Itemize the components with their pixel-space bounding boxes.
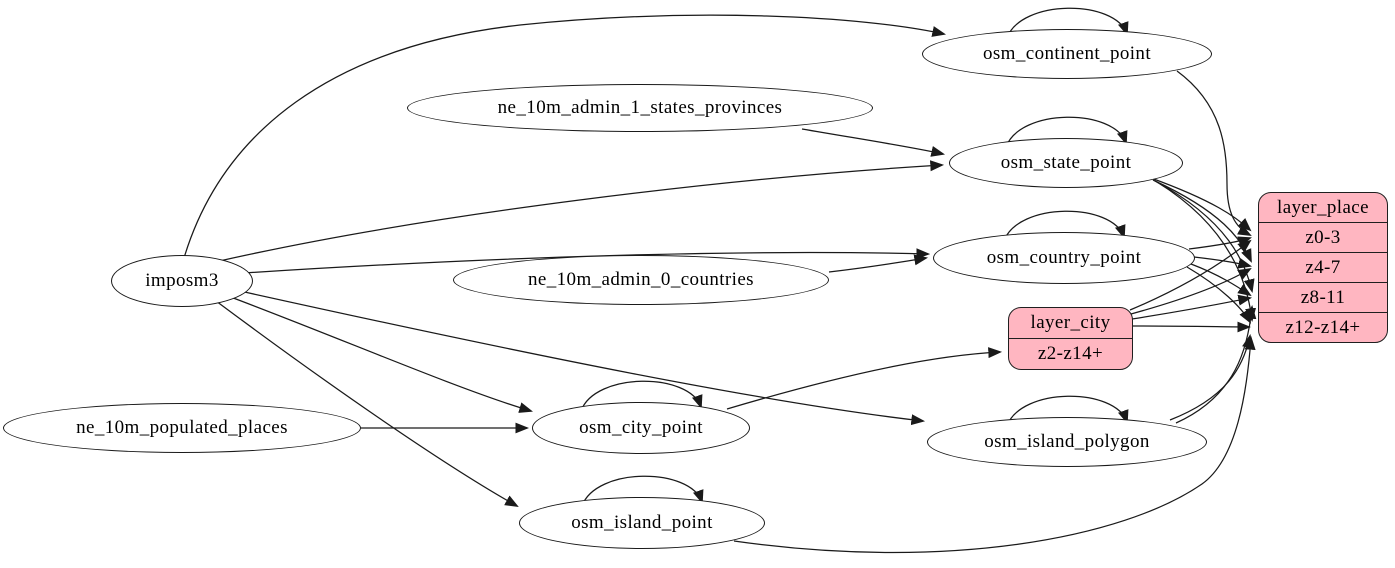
edge-osm-country-point-layer-place-z4-7 [1193,256,1253,269]
edge-osm-state-point-layer-place-z0-3 [1150,177,1252,232]
table-node-label: osm_state_point [1000,152,1132,173]
layer-node-layer-city: layer_city z2-z14+ [1008,307,1133,370]
table-node-label: ne_10m_admin_0_countries [528,269,754,290]
edge-osm-state-point-layer-place-z8-11 [1154,180,1255,294]
edge-layer-city-layer-place-z0-3 [1129,239,1252,311]
table-node-osm-state-point: osm_state_point [949,138,1183,188]
edge-imposm3-osm-city-point [227,295,533,413]
table-node-label: imposm3 [145,270,219,291]
table-node-ne-10m-admin-1-states-provinces: ne_10m_admin_1_states_provinces [407,84,873,132]
table-node-osm-island-point: osm_island_point [519,497,765,549]
edge-imposm3-osm-island-polygon [239,290,926,426]
table-node-osm-island-polygon: osm_island_polygon [927,417,1207,467]
self-loop-osm-continent-point [1006,7,1129,39]
table-node-osm-city-point: osm_city_point [532,402,750,454]
self-loop-osm-city-point [580,380,703,412]
edge-ne-10m-admin-1-states-provinces-osm-state-point [801,128,946,157]
table-node-ne-10m-admin-0-countries: ne_10m_admin_0_countries [453,255,829,305]
layer-place-row-z0-3: z0-3 [1259,222,1387,252]
table-node-imposm3: imposm3 [111,255,253,307]
layer-place-row-z8-11: z8-11 [1259,282,1387,312]
edge-osm-island-polygon-layer-place-z12-z14+ [1169,333,1253,421]
table-node-label: osm_city_point [579,417,703,438]
table-node-label: osm_continent_point [982,43,1152,64]
table-node-osm-continent-point: osm_continent_point [922,29,1212,79]
edge-osm-city-point-layer-city-z2-z14+ [726,347,1003,410]
table-node-label: osm_island_point [571,512,713,533]
edge-ne-10m-admin-0-countries-osm-country-point [828,254,929,273]
edge-layer-city-layer-place-z12-z14+ [1132,321,1252,333]
layer-place-header: layer_place [1277,196,1369,218]
edge-osm-state-point-layer-place-z4-7 [1152,179,1252,263]
edge-osm-country-point-layer-place-z0-3 [1188,236,1252,250]
edge-layer-city-layer-place-z8-11 [1131,294,1253,320]
edge-osm-island-polygon-layer-place-z8-11 [1175,304,1257,424]
table-node-label: osm_island_polygon [984,431,1150,452]
self-loop-osm-state-point [1005,116,1128,148]
table-node-label: ne_10m_admin_1_states_provinces [497,97,783,118]
table-node-ne-10m-populated-places: ne_10m_populated_places [3,403,361,453]
edge-osm-continent-point-layer-place-z0-3 [1176,70,1252,236]
edge-imposm3-osm-state-point [214,160,945,263]
layer-city-header: layer_city [1030,312,1111,333]
edge-osm-island-point-layer-place-z12-z14+ [733,335,1256,554]
self-loop-osm-island-point [581,475,704,507]
self-loop-osm-country-point [1003,210,1126,242]
layer-place-row-z12-z14+: z12-z14+ [1259,312,1387,342]
edge-imposm3-osm-island-point [215,300,519,508]
edge-imposm3-osm-continent-point [183,14,947,259]
table-node-osm-country-point: osm_country_point [933,232,1195,284]
layer-city-row-z2-z14+: z2-z14+ [1009,338,1132,369]
self-loop-osm-island-polygon [1006,395,1129,427]
edge-layer-city-layer-place-z4-7 [1130,267,1252,315]
layer-place-row-z4-7: z4-7 [1259,252,1387,282]
table-node-label: ne_10m_populated_places [76,417,288,438]
table-node-label: osm_country_point [986,247,1142,268]
